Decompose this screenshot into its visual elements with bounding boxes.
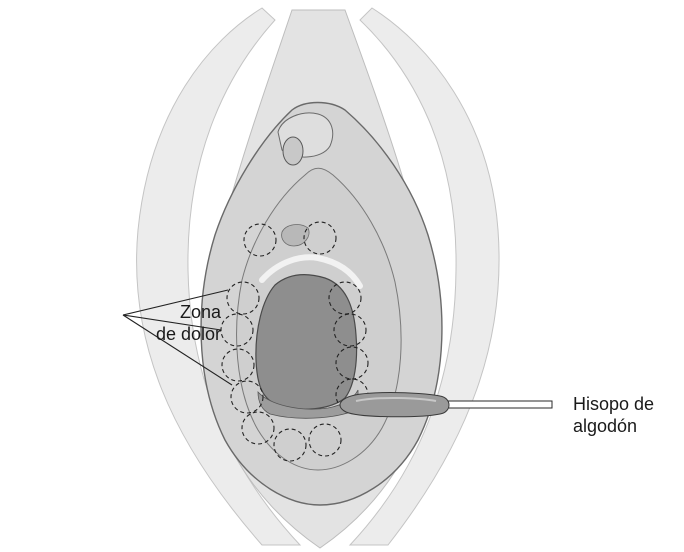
pain-zone-label: Zona de dolor: [156, 301, 221, 345]
swab-label: Hisopo de algodón: [573, 393, 654, 437]
pain-zone-label-line2: de dolor: [156, 323, 221, 345]
swab-head: [340, 393, 449, 417]
vaginal-opening: [256, 275, 357, 410]
swab-label-line1: Hisopo de: [573, 393, 654, 415]
swab-stick: [440, 401, 552, 408]
pain-zone-label-line1: Zona: [156, 301, 221, 323]
clitoral-glans: [283, 137, 303, 165]
swab-label-line2: algodón: [573, 415, 654, 437]
